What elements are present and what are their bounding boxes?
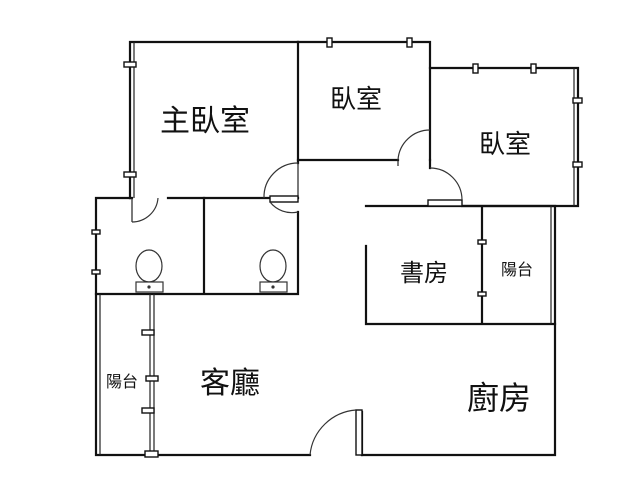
label-study: 書房 [400, 259, 448, 287]
label-bedroom-center: 臥室 [330, 85, 382, 115]
toilet-1 [135, 249, 164, 293]
window-balcony-3 [141, 407, 155, 414]
label-balcony-right: 陽台 [501, 260, 533, 279]
windows [91, 37, 583, 458]
master-bedroom-walls [128, 40, 300, 200]
door-swing-master [263, 162, 299, 199]
window-right-3 [572, 97, 583, 104]
living-kitchen-walls [94, 292, 557, 457]
window-center-1 [326, 37, 333, 48]
label-balcony-left: 陽台 [106, 372, 138, 391]
window-right-4 [572, 161, 583, 168]
window-study-1 [477, 239, 487, 245]
window-balcony-2 [145, 375, 159, 382]
toilet-2 [259, 249, 288, 293]
window-study-2 [477, 291, 487, 297]
window-master-1 [123, 61, 137, 68]
door-swing-entry [309, 409, 357, 456]
door-sill-bath2 [269, 195, 299, 203]
label-living-room: 客廳 [200, 366, 260, 401]
room-labels: 主臥室 臥室 臥室 書房 陽台 陽台 客廳 廚房 [106, 85, 533, 417]
doors [131, 129, 463, 456]
window-right-bedroom-door-sill [427, 199, 463, 207]
window-balcony-4 [144, 450, 159, 458]
window-bath-1 [91, 229, 101, 235]
window-master-2 [123, 171, 137, 178]
door-swing-right [429, 167, 463, 201]
window-right-2 [530, 63, 537, 74]
door-swing-bath2 [269, 201, 299, 214]
door-leaf-entry [355, 409, 363, 456]
door-swing-center [397, 129, 431, 161]
label-master-bedroom: 主臥室 [160, 104, 250, 139]
label-kitchen: 廚房 [467, 379, 531, 417]
window-bath-2 [91, 269, 101, 275]
window-right-1 [472, 63, 479, 74]
door-swing-bath1 [131, 197, 159, 223]
center-bedroom-walls [296, 40, 432, 162]
label-bedroom-right: 臥室 [479, 130, 531, 160]
bathroom-walls [94, 196, 300, 296]
window-balcony-1 [141, 329, 155, 336]
window-center-2 [406, 37, 413, 48]
